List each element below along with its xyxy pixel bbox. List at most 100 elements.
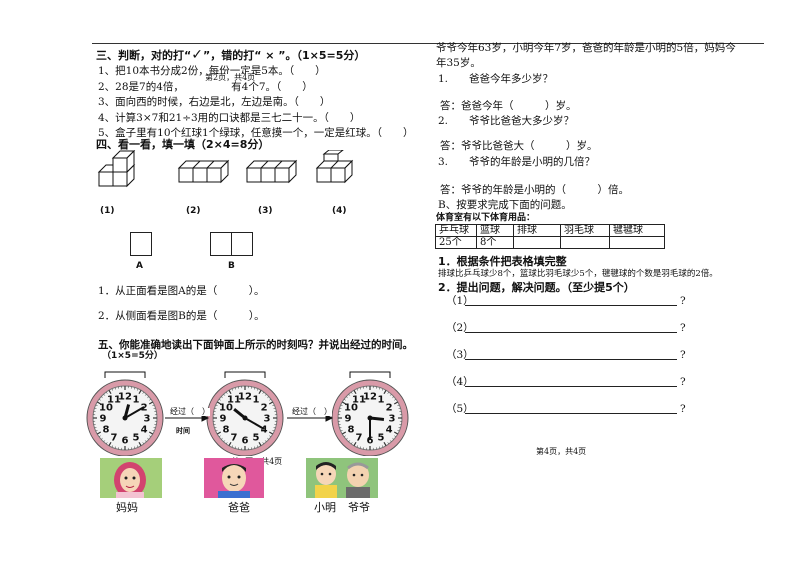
passed-label-2: 经过（ ） xyxy=(292,407,332,416)
intro-line-2: 年35岁。 xyxy=(436,57,481,69)
svg-text:9: 9 xyxy=(100,414,107,425)
table-header-cell: 篮球 xyxy=(476,224,514,237)
svg-text:4: 4 xyxy=(141,425,148,436)
caption-grandpa: 爷爷 xyxy=(348,501,370,514)
table-cell[interactable] xyxy=(513,236,561,249)
cube-figure-2 xyxy=(177,159,230,184)
overlay-page-label: 第2页，共4页 xyxy=(205,73,256,82)
dad-picture xyxy=(204,458,264,498)
svg-text:6: 6 xyxy=(242,436,249,447)
svg-text:7: 7 xyxy=(356,433,363,444)
svg-text:4: 4 xyxy=(386,425,393,436)
table-header-cell: 排球 xyxy=(513,224,561,237)
table-row: 25个 8个 xyxy=(435,236,665,249)
svg-text:6: 6 xyxy=(122,436,129,447)
svg-text:12: 12 xyxy=(238,392,252,403)
qmark-1: ? xyxy=(680,295,686,307)
blank-label-4: （4） xyxy=(446,376,474,388)
caption-xiaoming: 小明 xyxy=(314,501,336,514)
cube-figure-3 xyxy=(245,159,298,184)
table-title: 体育室有以下体育用品： xyxy=(436,213,536,223)
table-cell[interactable]: 8个 xyxy=(476,236,514,249)
svg-text:12: 12 xyxy=(118,392,132,403)
view-b-left xyxy=(210,232,232,256)
right-q2: 2. 爷爷比爸爸大多少岁？ xyxy=(438,115,575,127)
section3-title-a: 三、判断，对的打“ xyxy=(96,49,192,62)
svg-text:8: 8 xyxy=(102,425,109,436)
intro-line-1: 爷爷今年63岁，小明今年7岁，爸爸的年龄是小明的5倍，妈妈今 xyxy=(436,42,736,54)
sports-table: 乒乓球 篮球 排球 羽毛球 毽毽球 25个 8个 xyxy=(435,224,665,249)
blank-line-4[interactable] xyxy=(465,386,677,387)
svg-text:9: 9 xyxy=(220,414,227,425)
section5-score: （1×5=5分） xyxy=(102,351,163,361)
svg-text:7: 7 xyxy=(111,433,118,444)
svg-text:5: 5 xyxy=(253,433,260,444)
svg-text:11: 11 xyxy=(107,394,121,405)
svg-text:11: 11 xyxy=(227,394,241,405)
view-label-a: A xyxy=(136,261,143,271)
table-header-cell: 羽毛球 xyxy=(560,224,610,237)
svg-text:7: 7 xyxy=(231,433,238,444)
svg-text:12: 12 xyxy=(363,392,377,403)
qmark-5: ? xyxy=(680,403,686,415)
qmark-4: ? xyxy=(680,376,686,388)
figure-label-3: (3) xyxy=(258,206,273,216)
minute-hand xyxy=(124,406,145,419)
passed-label-1: 经过（ ） xyxy=(170,407,210,416)
right-q3: 3. 爷爷的年龄是小明的几倍？ xyxy=(438,156,596,168)
judge-item-1: 1、把10本书分成2份，每份一定是5本。（ ） xyxy=(98,65,326,77)
clock-row: 1234567891011121234567891011121234567891… xyxy=(86,371,409,456)
right-q1: 1. 爸爸今年多少岁？ xyxy=(438,73,554,85)
xiaoming-grandpa-picture xyxy=(306,458,378,498)
table-header-row: 乒乓球 篮球 排球 羽毛球 毽毽球 xyxy=(435,224,665,237)
minute-hand xyxy=(244,417,265,430)
cube-figures xyxy=(97,150,354,188)
figure-label-2: (2) xyxy=(186,206,201,216)
judge-item-3: 3、面向西的时候，右边是北，左边是南。（ ） xyxy=(98,96,331,108)
svg-text:5: 5 xyxy=(378,433,385,444)
svg-text:3: 3 xyxy=(264,414,271,425)
svg-text:8: 8 xyxy=(222,425,229,436)
right-a1: 答：爸爸今年（ ）岁。 xyxy=(440,100,577,112)
svg-text:2: 2 xyxy=(261,403,268,414)
view-label-b: B xyxy=(228,261,235,271)
svg-text:1: 1 xyxy=(253,394,260,405)
section3-title: 三、判断，对的打“✓”，错的打“ × ”。（1×5=5分） xyxy=(96,48,365,62)
svg-text:10: 10 xyxy=(344,403,358,414)
svg-text:5: 5 xyxy=(133,433,140,444)
section4-q2: 2．从侧面看是图B的是（ ）。 xyxy=(98,310,265,322)
svg-text:3: 3 xyxy=(389,414,396,425)
blank-line-5[interactable] xyxy=(465,413,677,414)
right-a2: 答：爷爷比爸爸大（ ）岁。 xyxy=(440,140,598,152)
figure-label-4: (4) xyxy=(332,206,347,216)
time-box-2 xyxy=(224,371,266,378)
blank-line-1[interactable] xyxy=(465,305,677,306)
view-b-right xyxy=(231,232,253,256)
caption-mom: 妈妈 xyxy=(116,501,138,514)
svg-text:3: 3 xyxy=(144,414,151,425)
table-cell[interactable] xyxy=(560,236,610,249)
table-cell[interactable] xyxy=(609,236,665,249)
cube-figure-4 xyxy=(315,150,354,184)
time-box-3 xyxy=(349,371,391,378)
qmark-2: ? xyxy=(680,322,686,334)
section5-title: 五、你能准确地读出下面钟面上所示的时刻吗？并说出经过的时间。 xyxy=(98,339,413,351)
task1-title: 1．根据条件把表格填完整 xyxy=(438,255,567,268)
blank-line-3[interactable] xyxy=(465,359,677,360)
svg-text:1: 1 xyxy=(378,394,385,405)
right-a3: 答：爷爷的年龄是小明的（ ）倍。 xyxy=(440,184,629,196)
page-footer: 第4页，共4页 xyxy=(536,447,587,456)
checkmark-icon: ✓ xyxy=(191,47,203,63)
blank-line-2[interactable] xyxy=(465,332,677,333)
svg-text:9: 9 xyxy=(345,414,352,425)
section4-title: 四、看一看，填一填（2×4=8分） xyxy=(96,138,270,151)
table-header-cell: 毽毽球 xyxy=(609,224,665,237)
judge-item-5: 5、盒子里有10个红球1个绿球，任意摸一个，一定是红球。（ ） xyxy=(98,127,414,139)
time-box-1 xyxy=(104,371,146,378)
blank-label-2: （2） xyxy=(446,322,474,334)
judge-item-4: 4、计算3×7和21÷3用的口诀都是三七二十一。（ ） xyxy=(98,112,361,124)
judge-item-2: 2、28是7的4倍， 有4个7。（ ） xyxy=(98,81,313,93)
table-cell: 25个 xyxy=(435,236,477,249)
